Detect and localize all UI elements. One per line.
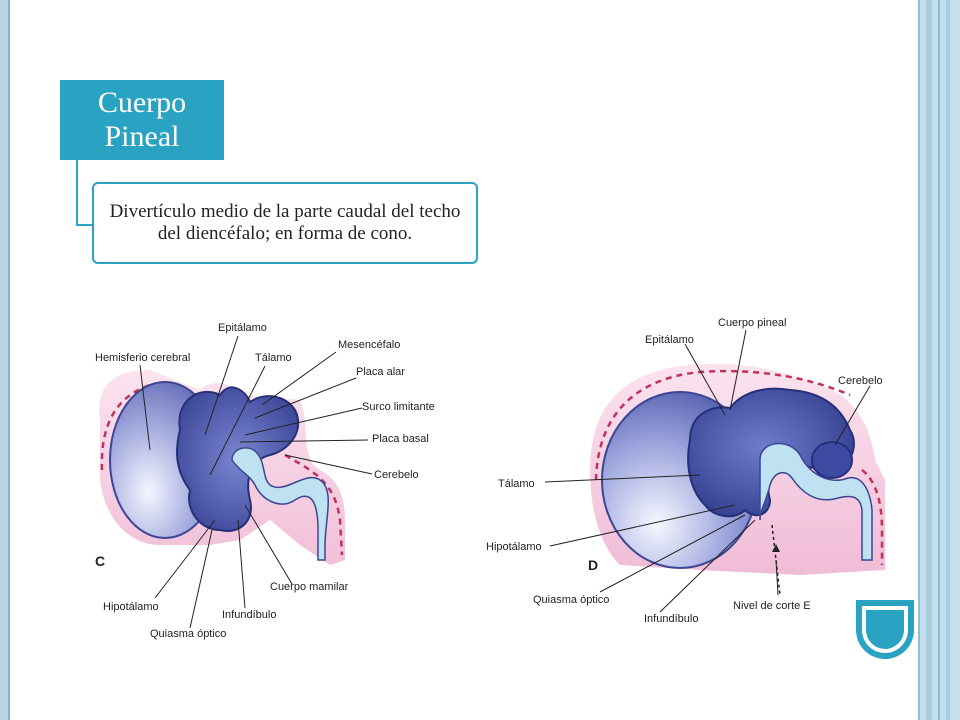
- figure-c-letter: C: [95, 553, 105, 569]
- label-d-nivel-corte: Nivel de corte E: [733, 600, 811, 612]
- right-frame-bars: [918, 0, 960, 720]
- label-d-cerebelo: Cerebelo: [838, 375, 883, 387]
- label-c-placa-basal: Placa basal: [372, 433, 429, 445]
- figure-d-tissue-dash: [594, 369, 851, 481]
- label-c-infundibulo: Infundíbulo: [222, 609, 276, 621]
- slide-description: Divertículo medio de la parte caudal del…: [92, 182, 478, 264]
- figure-d-cerebellum: [811, 441, 853, 479]
- figure-d-lumen: [759, 442, 873, 561]
- label-c-cerebelo: Cerebelo: [374, 469, 419, 481]
- label-c-surco: Surco limitante: [362, 401, 435, 413]
- figure-c-tissue-dash: [100, 383, 344, 556]
- label-d-cuerpo-pineal: Cuerpo pineal: [718, 317, 787, 329]
- label-c-hipotalamo: Hipotálamo: [103, 601, 159, 613]
- slide-title: Cuerpo Pineal: [60, 80, 224, 160]
- label-c-placa-alar: Placa alar: [356, 366, 405, 378]
- figure-c-lumen: [231, 447, 330, 561]
- label-c-talamo: Tálamo: [255, 352, 292, 364]
- label-d-quiasma: Quiasma óptico: [533, 594, 609, 606]
- label-d-infundibulo: Infundíbulo: [644, 613, 698, 625]
- left-frame-bar: [0, 0, 10, 720]
- left-frame-line: [8, 0, 10, 720]
- label-c-quiasma: Quiasma óptico: [150, 628, 226, 640]
- label-d-hipotalamo: Hipotálamo: [486, 541, 542, 553]
- label-c-epitalamo: Epitálamo: [218, 322, 267, 334]
- label-d-epitalamo: Epitálamo: [645, 334, 694, 346]
- label-d-talamo: Tálamo: [498, 478, 535, 490]
- title-connector: [76, 160, 96, 226]
- figure-d-letter: D: [588, 557, 598, 573]
- label-c-hemisferio: Hemisferio cerebral: [95, 352, 190, 364]
- label-c-cuerpo-mamilar: Cuerpo mamilar: [270, 581, 349, 593]
- label-c-mesencefalo: Mesencéfalo: [338, 339, 400, 351]
